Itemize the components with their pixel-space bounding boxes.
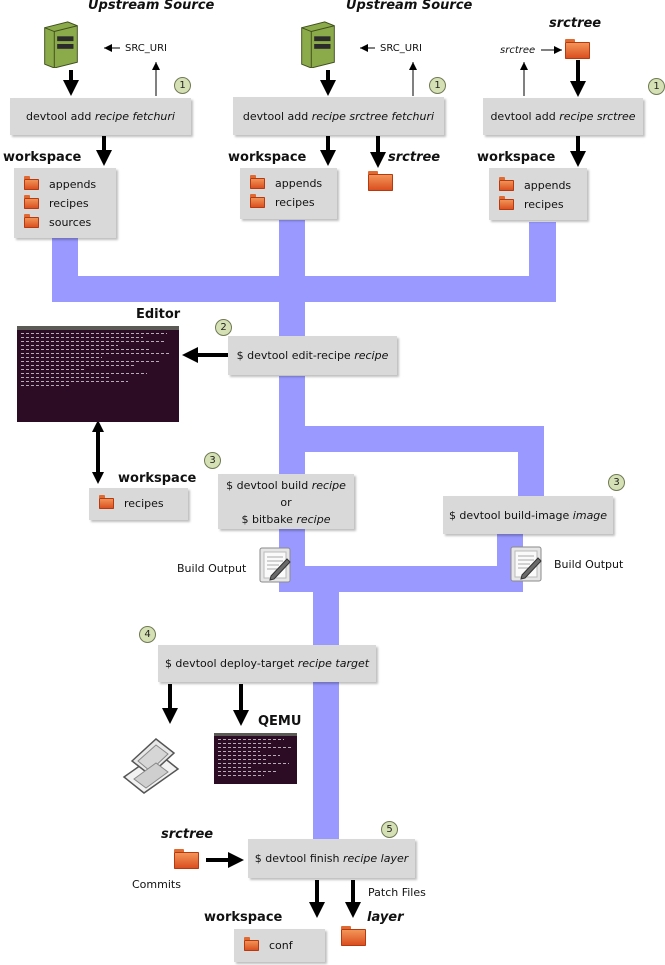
commits-label: Commits	[132, 878, 181, 891]
folder-icon	[24, 214, 39, 228]
srctree-small-label: srctree	[500, 45, 536, 56]
srctree-title-3: srctree	[549, 16, 602, 31]
upstream-source-title-2: Upstream Source	[346, 0, 473, 13]
workspace-title-finish: workspace	[204, 910, 283, 925]
workspace-box-3: appends recipes	[489, 168, 587, 220]
ws-item: recipes	[524, 198, 564, 211]
step-badge-1c: 1	[648, 78, 665, 95]
workspace-box-finish: conf	[234, 929, 325, 962]
build-image-box: $ devtool build-image image	[443, 496, 613, 534]
build-recipe-box: $ devtool build recipe or $ bitbake reci…	[218, 474, 354, 529]
step-badge-5: 5	[381, 821, 398, 838]
server-icon	[301, 21, 335, 68]
editor-title: Editor	[136, 307, 181, 322]
cmd-args: recipe srctree	[559, 110, 636, 123]
folder-icon	[250, 175, 265, 189]
edit-recipe-box: $ devtool edit-recipe recipe	[228, 336, 397, 375]
ws-item: conf	[269, 939, 293, 952]
flow-paths	[52, 220, 556, 844]
cmd-args: recipe	[296, 513, 331, 526]
folder-icon	[99, 495, 114, 509]
build-output-label-1: Build Output	[177, 562, 247, 575]
cmd-text: $ devtool build-image	[448, 508, 573, 522]
ws-item: recipes	[275, 196, 315, 209]
cmd-args: image	[572, 508, 608, 522]
cmd-args: recipe target	[297, 657, 370, 670]
workspace-title-2: workspace	[228, 150, 307, 165]
step-badge-1a: 1	[174, 77, 191, 94]
ws-item: appends	[49, 178, 97, 191]
workspace-title-3: workspace	[477, 150, 556, 165]
cmd-args: recipe	[354, 349, 389, 362]
qemu-title: QEMU	[258, 714, 302, 729]
step-badge-4: 4	[139, 626, 156, 643]
folder-icon	[499, 177, 514, 191]
patch-files-label: Patch Files	[368, 886, 426, 899]
srctree-folder-icon	[174, 849, 199, 869]
cmd-text: $ devtool deploy-target	[164, 657, 298, 670]
cmd-text: $ devtool finish	[254, 852, 343, 865]
upstream-source-title-1: Upstream Source	[88, 0, 215, 13]
ws-item: recipes	[49, 197, 89, 210]
qemu-terminal-image	[214, 733, 297, 784]
folder-icon	[250, 194, 265, 208]
step-badge-3a: 3	[204, 452, 221, 469]
cmd-text: devtool add	[26, 110, 95, 123]
build-output-label-2: Build Output	[554, 558, 624, 571]
thin-arrows	[104, 44, 562, 96]
cmd-args: recipe	[311, 479, 346, 492]
cmd-text: $ bitbake	[241, 513, 297, 526]
cmd-text: $ devtool edit-recipe	[236, 349, 355, 362]
thick-arrows	[63, 60, 586, 918]
srctree-title-2: srctree	[388, 150, 441, 165]
folder-icon	[499, 196, 514, 210]
cmd-text: devtool add	[490, 110, 560, 123]
src-uri-label-1: SRC_URI	[125, 43, 167, 54]
step-badge-3b: 3	[608, 474, 625, 491]
ws-item: sources	[49, 216, 92, 229]
ws-item: recipes	[124, 497, 164, 510]
cmd-args: recipe srctree fetchuri	[311, 109, 435, 123]
workspace-title-1: workspace	[3, 150, 82, 165]
deploy-target-box: $ devtool deploy-target recipe target	[158, 645, 376, 682]
editor-terminal-image	[17, 326, 179, 422]
folder-icon	[244, 937, 259, 951]
ws-item: appends	[524, 179, 572, 192]
workspace-title-edit: workspace	[118, 471, 197, 486]
srctree-folder-icon	[368, 171, 393, 191]
server-icon	[44, 21, 78, 68]
folder-icon	[24, 195, 39, 209]
workspace-box-2: appends recipes	[240, 168, 337, 219]
mobile-device-icon	[122, 738, 180, 794]
document-edit-icon	[259, 547, 291, 583]
devtool-add-srctree-fetchuri-box: devtool add recipe srctree fetchuri	[233, 97, 444, 135]
devtool-add-fetchuri-box: devtool add recipe fetchuri	[10, 98, 191, 135]
workspace-box-1: appends recipes sources	[14, 168, 116, 238]
ws-item: appends	[275, 177, 323, 190]
cmd-text: devtool add	[242, 109, 312, 123]
step-badge-1b: 1	[429, 77, 446, 94]
devtool-add-srctree-box: devtool add recipe srctree	[483, 98, 643, 135]
srctree-folder-icon	[565, 39, 590, 59]
src-uri-label-2: SRC_URI	[380, 43, 422, 54]
cmd-text: $ devtool build	[226, 479, 312, 492]
or-text: or	[280, 496, 292, 509]
document-edit-icon	[510, 546, 542, 582]
folder-icon	[24, 176, 39, 190]
cmd-args: recipe layer	[343, 852, 409, 865]
layer-folder-icon	[341, 926, 366, 946]
devtool-finish-box: $ devtool finish recipe layer	[248, 839, 415, 878]
layer-title: layer	[367, 910, 404, 925]
srctree-title-finish: srctree	[161, 827, 214, 842]
workspace-box-edit: recipes	[89, 488, 188, 520]
cmd-args: recipe fetchuri	[94, 110, 175, 123]
step-badge-2: 2	[215, 319, 232, 336]
